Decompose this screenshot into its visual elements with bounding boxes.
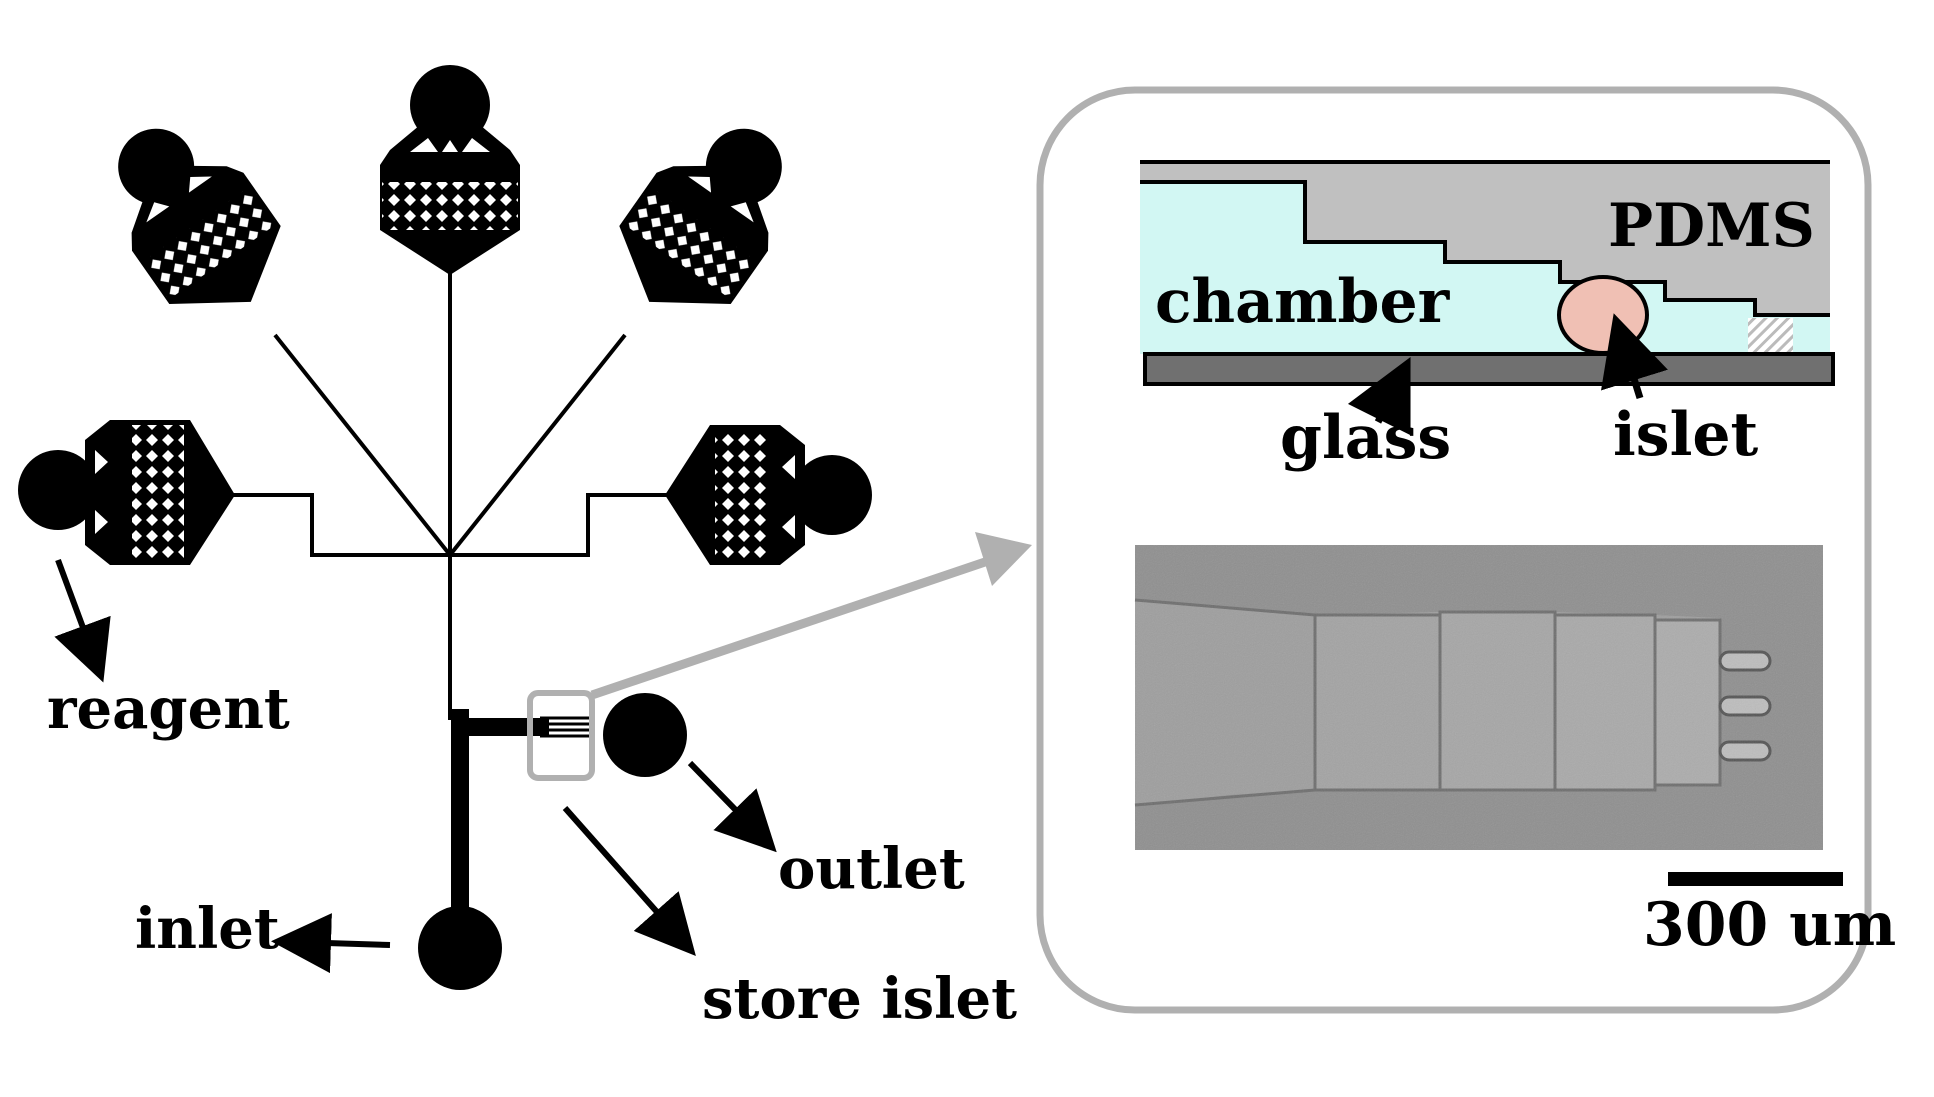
sieve-lines — [540, 716, 590, 738]
micrograph-image — [1134, 545, 1823, 850]
store-islet-label: store islet — [702, 966, 1017, 1032]
reagent-reservoir-left — [18, 420, 235, 565]
device-layout — [18, 65, 872, 990]
reagent-reservoir-right — [665, 425, 872, 565]
pdms-layer — [1140, 162, 1830, 315]
arrow-icon — [1347, 356, 1411, 436]
sieve-hatch — [1748, 318, 1793, 354]
islet-label: islet — [1613, 400, 1759, 470]
cross-section-schematic: PDMS chamber glass islet — [1140, 160, 1835, 473]
port-circle-icon — [18, 450, 98, 530]
arrow-icon — [54, 558, 111, 683]
arrow-icon — [687, 760, 777, 853]
arrow-icon — [1601, 313, 1668, 400]
glass-label: glass — [1280, 403, 1451, 473]
outlet-label: outlet — [778, 836, 965, 902]
zoom-connector — [590, 532, 1032, 700]
islet-shape — [1557, 275, 1649, 355]
channel-network — [225, 270, 675, 720]
glass-layer — [1143, 352, 1835, 386]
reagent-reservoir-upper-right — [619, 128, 782, 305]
chamber-label: chamber — [1155, 267, 1451, 337]
arrows — [54, 558, 777, 974]
scale-bar — [1668, 872, 1843, 886]
reagent-reservoir-upper-left — [118, 128, 281, 305]
port-circle-icon — [792, 455, 872, 535]
islet-channel — [451, 709, 549, 949]
inlet-port-icon — [418, 906, 502, 990]
reagent-reservoir-top — [380, 65, 520, 275]
reagent-label: reagent — [47, 676, 290, 742]
zoom-region-box — [527, 690, 595, 781]
pdms-label: PDMS — [1608, 191, 1815, 261]
arrow-icon — [271, 913, 391, 974]
scale-bar-label: 300 um — [1643, 890, 1896, 960]
inlet-label: inlet — [135, 896, 280, 962]
outlet-port-icon — [603, 693, 687, 777]
arrow-icon — [562, 806, 696, 956]
